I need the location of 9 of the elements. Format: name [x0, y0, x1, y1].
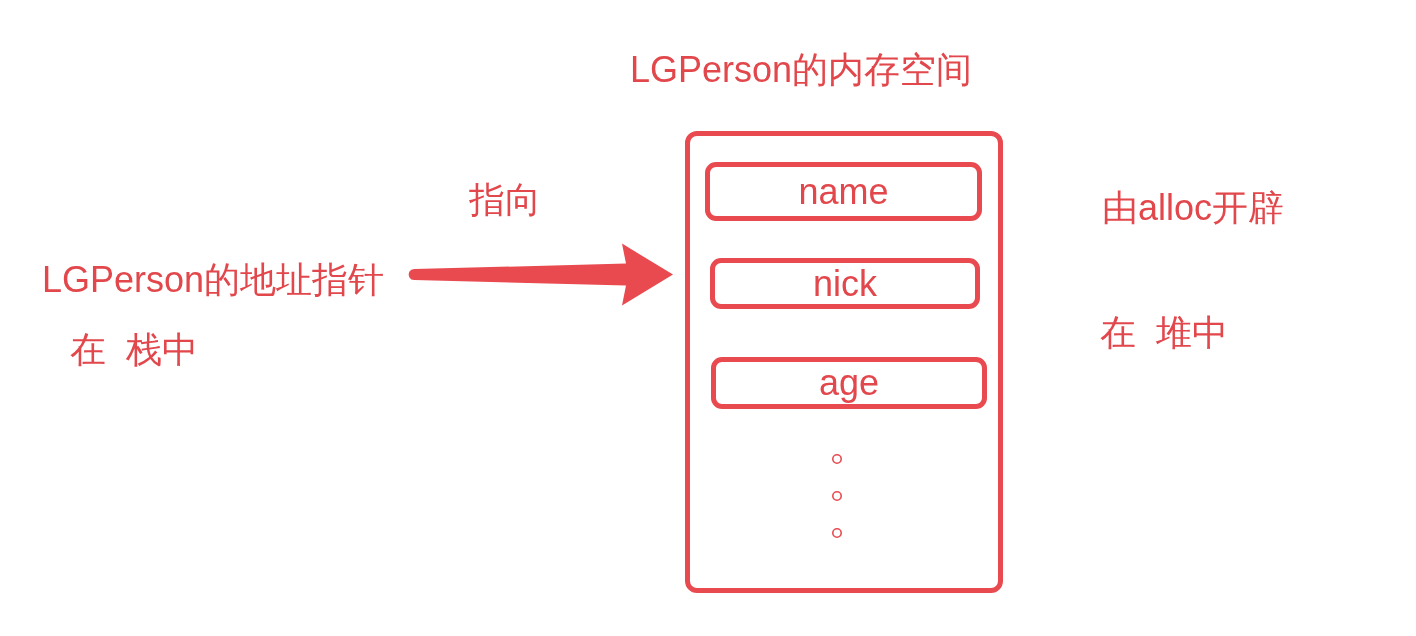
arrow [408, 243, 673, 306]
pointer-label: LGPerson的地址指针 [42, 258, 385, 302]
box-heading: LGPerson的内存空间 [630, 48, 973, 92]
field-box: nick [710, 258, 980, 309]
note-text: 在 堆中 [1100, 311, 1228, 355]
note-text: 在 栈中 [70, 328, 198, 372]
field-box: age [711, 357, 987, 409]
field-box: name [705, 162, 982, 221]
note-text: 由alloc开辟 [1102, 186, 1285, 230]
